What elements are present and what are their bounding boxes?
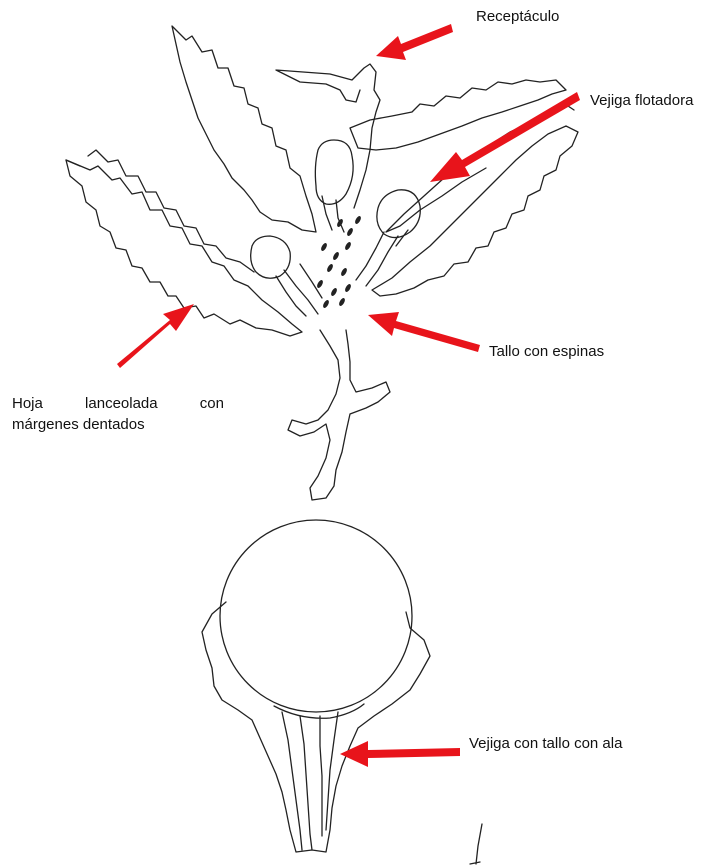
bladder-wing bbox=[202, 602, 430, 852]
bladder-stalks bbox=[276, 196, 408, 316]
label-tallo-con-espinas: Tallo con espinas bbox=[489, 341, 604, 362]
receptacle-branch bbox=[276, 64, 380, 208]
label-vejiga-flotadora: Vejiga flotadora bbox=[590, 90, 693, 111]
label-hoja-line2: márgenes dentados bbox=[12, 414, 224, 435]
arrow-tallo-espinas bbox=[368, 312, 480, 352]
stray-mark bbox=[470, 824, 482, 864]
bladder-left-upper bbox=[315, 140, 353, 204]
lower-bladder bbox=[202, 520, 482, 864]
spine-cluster bbox=[316, 215, 362, 309]
label-hoja-line1: Hoja lanceolada con bbox=[12, 393, 224, 414]
label-vejiga-con-tallo-con-ala: Vejiga con tallo con ala bbox=[469, 733, 622, 754]
right-mid-leaf bbox=[386, 106, 574, 232]
arrow-receptaculo bbox=[376, 24, 453, 60]
winged-stalk bbox=[274, 704, 364, 850]
main-stem bbox=[288, 330, 390, 500]
arrow-vejiga-ala bbox=[340, 741, 460, 767]
bladder-right bbox=[377, 190, 420, 238]
label-hoja-lanceolada: Hoja lanceolada con márgenes dentados bbox=[12, 393, 224, 435]
label-hoja-word-2: lanceolada bbox=[85, 393, 158, 414]
label-receptaculo: Receptáculo bbox=[476, 6, 559, 27]
right-lower-leaf bbox=[372, 126, 578, 296]
label-hoja-word-1: Hoja bbox=[12, 393, 43, 414]
bladder-left-lower bbox=[251, 236, 291, 278]
bladder-sphere bbox=[220, 520, 412, 712]
upper-left-leaf bbox=[172, 26, 316, 232]
arrow-vejiga-flotadora bbox=[430, 92, 580, 182]
label-hoja-word-3: con bbox=[200, 393, 224, 414]
upper-right-leaf bbox=[350, 80, 566, 150]
arrow-hoja bbox=[117, 304, 194, 368]
